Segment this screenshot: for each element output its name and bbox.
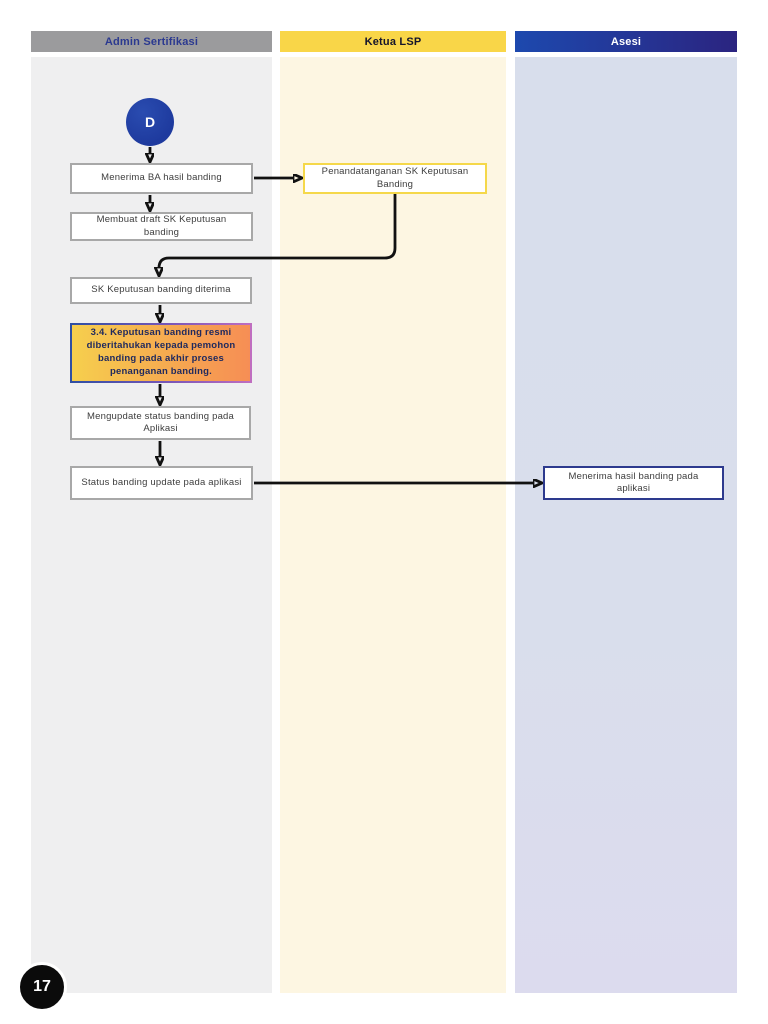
lane-header-asesi: Asesi — [515, 31, 737, 52]
node-keputusan-banding-resmi-highlight: 3.4. Keputusan banding resmi diberitahuk… — [70, 323, 252, 383]
node-mengupdate-status-banding: Mengupdate status banding pada Aplikasi — [70, 406, 251, 440]
page-number-badge: 17 — [17, 962, 67, 1012]
lane-header-ketua-lsp: Ketua LSP — [280, 31, 506, 52]
lane-body-admin-sertifikasi — [31, 57, 272, 993]
node-status-banding-update: Status banding update pada aplikasi — [70, 466, 253, 500]
lane-header-admin-sertifikasi: Admin Sertifikasi — [31, 31, 272, 52]
lane-body-asesi — [515, 57, 737, 993]
node-keputusan-banding-resmi-label: 3.4. Keputusan banding resmi diberitahuk… — [72, 325, 250, 381]
node-penandatanganan-sk-keputusan-banding: Penandatanganan SK Keputusan Banding — [303, 163, 487, 194]
node-membuat-draft-sk-keputusan-banding: Membuat draft SK Keputusan banding — [70, 212, 253, 241]
lane-body-ketua-lsp — [280, 57, 506, 993]
node-menerima-hasil-banding-aplikasi: Menerima hasil banding pada aplikasi — [543, 466, 724, 500]
node-menerima-ba-hasil-banding: Menerima BA hasil banding — [70, 163, 253, 194]
start-connector-node-d: D — [126, 98, 174, 146]
node-sk-keputusan-banding-diterima: SK Keputusan banding diterima — [70, 277, 252, 304]
